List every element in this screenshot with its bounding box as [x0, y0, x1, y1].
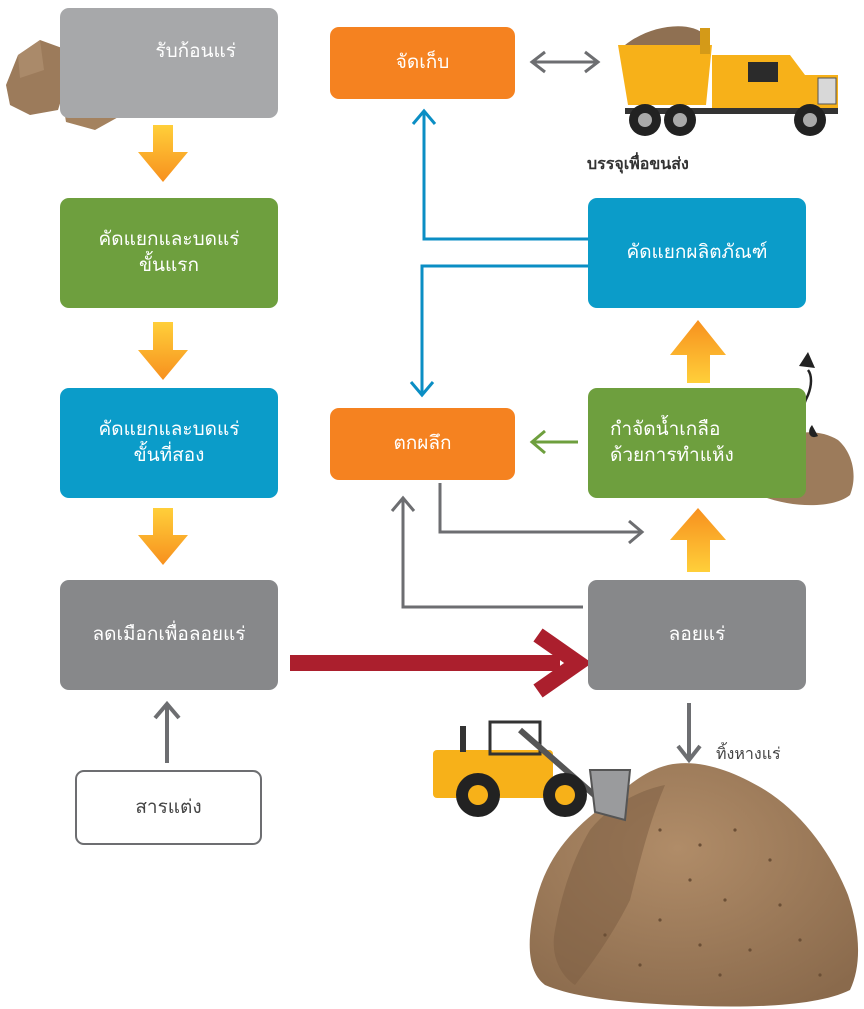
- tailings-label: ทิ้งหางแร่: [716, 744, 781, 763]
- node-receive-ore: รับก้อนแร่: [60, 8, 278, 118]
- node-grind-flotation-label: ลดเมือกเพื่อลอยแร่: [92, 623, 246, 646]
- node-receive-ore-label: รับก้อนแร่: [155, 40, 236, 63]
- flow-arrow-crystallize-to-dry: [438, 483, 645, 545]
- flow-arrow-down-1: [138, 125, 188, 182]
- flow-arrow-down-3: [138, 508, 188, 565]
- node-flotation-label: ลอยแร่: [668, 623, 726, 646]
- flow-arrow-reagents-to-grind: [153, 700, 181, 763]
- node-product-sort: คัดแยกผลิตภัณฑ์: [588, 198, 806, 308]
- node-dewater-dry-label: กำจัดน้ำเกลือ ด้วยการทำแห้ง: [610, 418, 734, 466]
- node-product-sort-label: คัดแยกผลิตภัณฑ์: [626, 241, 768, 264]
- flow-arrow-storage-truck: [529, 50, 601, 74]
- flow-arrow-product-to-storage: [411, 108, 588, 241]
- node-secondary-crush: คัดแยกและบดแร่ ขั้นที่สอง: [60, 388, 278, 498]
- flow-arrow-up-2: [670, 508, 726, 572]
- node-storage-label: จัดเก็บ: [395, 51, 450, 74]
- flow-arrow-dry-to-crystallize: [529, 429, 578, 455]
- tailings-pile-icon: [529, 763, 859, 1007]
- pack-transport-label: บรรจุเพื่อขนส่ง: [587, 154, 689, 173]
- node-primary-crush: คัดแยกและบดแร่ ขั้นแรก: [60, 198, 278, 308]
- node-secondary-crush-label: คัดแยกและบดแร่ ขั้นที่สอง: [98, 418, 240, 466]
- node-flotation: ลอยแร่: [588, 580, 806, 690]
- node-primary-crush-label: คัดแยกและบดแร่ ขั้นแรก: [98, 228, 240, 276]
- node-storage: จัดเก็บ: [330, 27, 515, 99]
- dump-truck-icon: [618, 26, 838, 136]
- flow-arrow-to-tailings: [676, 703, 702, 764]
- flow-arrow-up-1: [670, 320, 726, 383]
- flow-arrow-flotation-to-crystallize: [390, 495, 583, 609]
- flow-arrow-down-2: [138, 322, 188, 380]
- flow-arrow-product-to-crystallize: [409, 264, 588, 398]
- node-reagents: สารแต่ง: [75, 770, 262, 845]
- wheel-loader-icon: [433, 720, 632, 822]
- node-crystallize-label: ตกผลึก: [393, 432, 452, 455]
- flow-arrow-to-flotation: [290, 628, 592, 698]
- node-crystallize: ตกผลึก: [330, 408, 515, 480]
- node-grind-flotation: ลดเมือกเพื่อลอยแร่: [60, 580, 278, 690]
- node-reagents-label: สารแต่ง: [135, 795, 202, 818]
- node-dewater-dry: กำจัดน้ำเกลือ ด้วยการทำแห้ง: [588, 388, 806, 498]
